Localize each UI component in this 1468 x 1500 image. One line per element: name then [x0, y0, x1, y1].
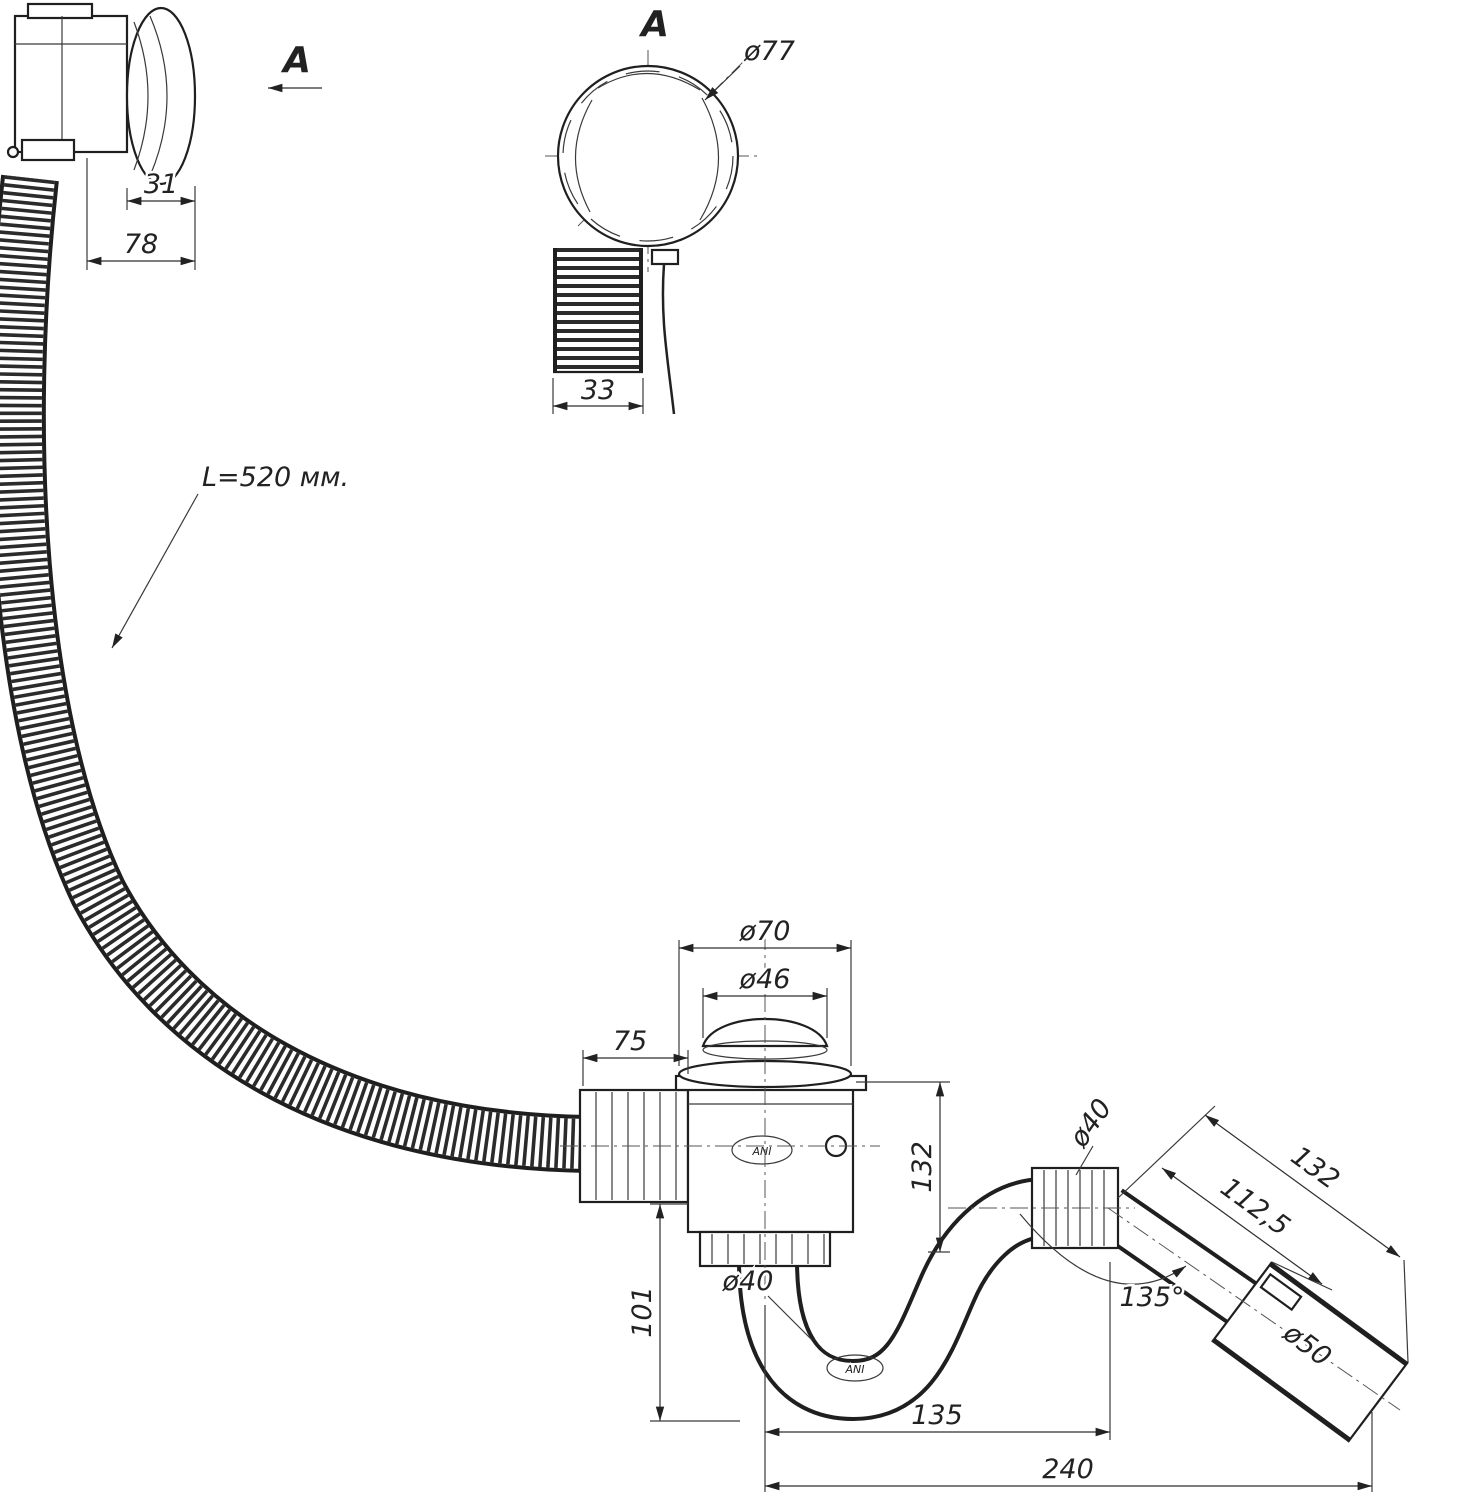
- dim-outlet-nut-dia: ø40: [1063, 1093, 1118, 1153]
- hose-length-callout: L=520 мм.: [111, 460, 352, 649]
- hose-body: [0, 175, 589, 1169]
- dim-line-132ang: [1204, 1114, 1401, 1258]
- ext-line: [1403, 1259, 1409, 1363]
- trap-body: [741, 1181, 1045, 1418]
- centerlines: [560, 932, 1401, 1411]
- body-height-dimension: 132: [856, 1081, 950, 1253]
- hose-length-leader: [111, 493, 199, 649]
- overflow-hook: [6, 145, 20, 159]
- drain-body-shell: [686, 1080, 855, 1234]
- dim-outlet-inner-len: 112,5: [1215, 1172, 1296, 1243]
- rosette-cap: [125, 6, 197, 186]
- trap-logo: ANI: [826, 1354, 884, 1382]
- brand-logo-text: ANI: [752, 1145, 772, 1158]
- rosette-petal2: [133, 21, 149, 171]
- dim-body-height: 132: [907, 1141, 938, 1193]
- hose-length-label: L=520 мм.: [202, 462, 349, 493]
- dim-total-length: 240: [1042, 1454, 1094, 1485]
- outlet-nut-dia-callout: ø40: [1061, 1091, 1121, 1176]
- dim-cap-dia: ø70: [739, 916, 791, 947]
- dim-trap-depth: 101: [627, 1286, 658, 1338]
- dim-inlet-nut-width: 75: [613, 1026, 647, 1057]
- overflow-fitting-side-view: [6, 2, 197, 186]
- knob-outline: [556, 64, 740, 248]
- brand-logo-oval: [731, 1135, 793, 1165]
- overflow-dimensions: 31 78: [86, 158, 196, 270]
- overflow-body-top: [26, 2, 94, 20]
- overflow-body: [13, 14, 129, 154]
- dim-knob-dia: ø77: [743, 36, 795, 67]
- overflow-lug: [20, 138, 76, 162]
- brand-logo-oval2: [826, 1354, 884, 1382]
- trap-dia-leader: [767, 1295, 813, 1341]
- dim-bend-angle: 135°: [1119, 1282, 1184, 1313]
- hose-ribs: [0, 175, 589, 1169]
- bottom-dimensions: 135 240: [764, 1262, 1373, 1492]
- cable-connector: [650, 248, 680, 266]
- knob-detail3: [699, 97, 720, 221]
- rosette-petal1: [149, 15, 168, 177]
- view-a: A ø77 33: [545, 2, 797, 415]
- knob-detail2: [574, 99, 593, 213]
- dim-trap-dia: ø40: [722, 1266, 774, 1297]
- dim-trap-offset: 135: [911, 1400, 963, 1431]
- dim-overflow-pipe-len: 33: [581, 375, 615, 406]
- drain-body: ANI: [674, 1074, 868, 1268]
- knob-scallops: [562, 70, 734, 242]
- dim-overflow-depth: 78: [124, 229, 158, 260]
- section-label: A: [280, 40, 311, 81]
- dim-plug-dia: ø46: [739, 964, 791, 995]
- cable-wire: [661, 263, 676, 415]
- view-a-label: A: [638, 4, 669, 45]
- knob-dia-leader: [704, 65, 741, 101]
- inlet-nut-dimension: 75: [582, 1024, 689, 1086]
- bend-angle-callout: 135°: [1019, 1213, 1187, 1316]
- section-arrow: A: [268, 38, 322, 93]
- corrugated-hose: [0, 174, 589, 1173]
- knob-detail1: [597, 72, 701, 91]
- brand-logo-text2: ANI: [845, 1363, 865, 1376]
- ext-line: [1117, 1105, 1216, 1199]
- outlet-socket-body: [1215, 1265, 1405, 1439]
- dim-rosette-depth: 31: [144, 169, 178, 200]
- socket-end-face: [1347, 1361, 1409, 1443]
- bottom-nut-ridges: [711, 1234, 825, 1264]
- outlet-axis-diag: [1107, 1207, 1401, 1411]
- trap-dia-callout: ø40: [719, 1264, 813, 1341]
- p-trap: [737, 1177, 1046, 1422]
- trap-depth-dimension: 101: [625, 1203, 740, 1422]
- plug-dimensions: ø70 ø46: [678, 914, 852, 1066]
- outlet-pipe: [1093, 1188, 1409, 1443]
- hose-outline: [0, 174, 589, 1173]
- dim-outlet-outer-len: 132: [1285, 1140, 1345, 1195]
- outlet-nut-dia-leader: [1075, 1145, 1094, 1176]
